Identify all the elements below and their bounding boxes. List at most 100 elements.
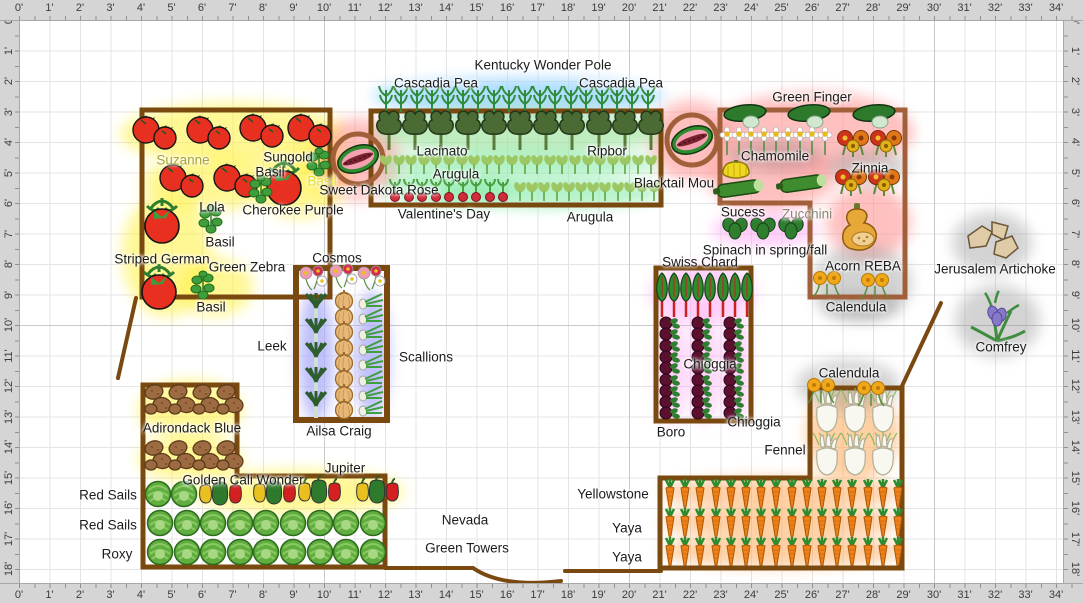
plant-label[interactable]: Arugula — [566, 209, 614, 225]
carrot-icon[interactable] — [815, 478, 829, 508]
onion-icon[interactable] — [331, 305, 357, 326]
beet-icon[interactable] — [691, 384, 713, 398]
plant-label[interactable]: Lola — [199, 199, 225, 215]
tomatoPlant-icon[interactable] — [263, 158, 305, 208]
plant-label[interactable]: Boro — [656, 424, 686, 440]
arugula-icon[interactable] — [587, 181, 599, 201]
carrot-icon[interactable] — [678, 478, 692, 508]
arugula-icon[interactable] — [606, 154, 619, 174]
arugula-icon[interactable] — [644, 154, 657, 174]
plant-label[interactable]: Suzanne — [156, 152, 210, 168]
beet-icon[interactable] — [659, 406, 681, 420]
beet-icon[interactable] — [691, 361, 713, 375]
arugula-icon[interactable] — [648, 181, 660, 201]
tomatoPair-icon[interactable] — [286, 110, 334, 150]
beet-icon[interactable] — [723, 361, 745, 375]
fennel-icon[interactable] — [867, 388, 899, 434]
lettuce-icon[interactable] — [226, 509, 254, 537]
beet-icon[interactable] — [659, 327, 681, 341]
plant-label[interactable]: Yaya — [612, 549, 642, 565]
plant-label[interactable]: Yellowstone — [577, 486, 649, 502]
tomatoPair-icon[interactable] — [185, 112, 233, 152]
carrot-icon[interactable] — [739, 478, 753, 508]
arugula-icon[interactable] — [455, 154, 468, 174]
plant-label[interactable]: Sungold — [263, 149, 313, 165]
scallion-icon[interactable] — [358, 369, 384, 387]
carrot-icon[interactable] — [739, 536, 753, 566]
potato-icon[interactable] — [192, 439, 220, 473]
carrot-icon[interactable] — [678, 536, 692, 566]
pepperTrio-icon[interactable] — [197, 477, 242, 507]
arugula-icon[interactable] — [550, 181, 563, 201]
fennel-icon[interactable] — [839, 431, 871, 477]
plant-label[interactable]: Ailsa Craig — [306, 423, 372, 439]
lettuce-icon[interactable] — [252, 509, 280, 537]
plant-label[interactable]: Jupiter — [324, 460, 366, 476]
comfrey-icon[interactable] — [967, 290, 1029, 345]
calendula-icon[interactable] — [804, 377, 838, 405]
arugula-icon[interactable] — [506, 154, 518, 174]
tomatoPlant-icon[interactable] — [141, 196, 183, 246]
carrot-icon[interactable] — [800, 507, 814, 537]
leek-icon[interactable] — [303, 366, 329, 394]
carrot-icon[interactable] — [709, 536, 723, 566]
scallion-icon[interactable] — [358, 399, 384, 417]
potato-icon[interactable] — [144, 383, 172, 417]
onion-icon[interactable] — [331, 290, 357, 311]
carrot-icon[interactable] — [845, 536, 859, 566]
daisy-icon[interactable] — [719, 126, 735, 155]
lettuce-icon[interactable] — [146, 509, 174, 537]
carrot-icon[interactable] — [709, 478, 723, 508]
carrot-icon[interactable] — [754, 536, 768, 566]
arugula-icon[interactable] — [531, 154, 543, 174]
lettuce-icon[interactable] — [170, 480, 198, 508]
kale-icon[interactable] — [636, 110, 666, 152]
cosmos-icon[interactable] — [298, 265, 328, 291]
carrot-icon[interactable] — [830, 478, 844, 508]
peaTuft-icon[interactable] — [532, 84, 548, 112]
carrot-icon[interactable] — [891, 536, 905, 566]
lettuce-icon[interactable] — [279, 538, 307, 566]
arugula-icon[interactable] — [562, 181, 575, 201]
plant-label[interactable]: Chioggia — [727, 414, 781, 430]
lettuce-icon[interactable] — [199, 538, 227, 566]
leek-icon[interactable] — [303, 341, 329, 369]
scallion-icon[interactable] — [358, 384, 384, 402]
beet-icon[interactable] — [691, 339, 713, 353]
spinach-icon[interactable] — [721, 217, 749, 243]
arugula-icon[interactable] — [380, 154, 392, 174]
arugula-icon[interactable] — [392, 154, 405, 174]
butternut-icon[interactable] — [836, 203, 882, 253]
carrot-icon[interactable] — [785, 536, 799, 566]
radish-icon[interactable] — [442, 176, 456, 202]
beet-icon[interactable] — [723, 406, 745, 420]
arugula-icon[interactable] — [526, 181, 538, 201]
kale-icon[interactable] — [505, 110, 535, 152]
chard-icon[interactable] — [740, 271, 754, 317]
lettuce-icon[interactable] — [173, 509, 201, 537]
carrot-icon[interactable] — [724, 536, 738, 566]
peaTuft-icon[interactable] — [378, 84, 394, 112]
calendula-icon[interactable] — [854, 380, 888, 408]
tomatoPlant-icon[interactable] — [138, 262, 180, 312]
zinnia-icon[interactable] — [869, 129, 903, 161]
arugula-icon[interactable] — [594, 154, 606, 174]
arugula-icon[interactable] — [636, 181, 648, 201]
plant-label[interactable]: Acorn REBA — [825, 258, 901, 274]
plant-label[interactable]: Swiss Chard — [662, 254, 738, 270]
carrot-icon[interactable] — [876, 536, 890, 566]
plant-label[interactable]: Chamomile — [740, 148, 810, 164]
plant-label[interactable]: Green Zebra — [208, 259, 286, 275]
potato-icon[interactable] — [192, 383, 220, 417]
watermelon-icon[interactable] — [664, 112, 720, 168]
plant-label[interactable]: Cascadia Pea — [393, 75, 479, 91]
arugula-icon[interactable] — [581, 154, 594, 174]
plant-label[interactable]: Blacktail Mou — [633, 175, 715, 191]
chard-icon[interactable] — [679, 271, 693, 317]
carrot-icon[interactable] — [739, 507, 753, 537]
pattypan-icon[interactable] — [720, 158, 752, 180]
chard-icon[interactable] — [728, 271, 742, 317]
beet-icon[interactable] — [659, 339, 681, 353]
pepperTrio-icon[interactable] — [251, 476, 296, 506]
carrot-icon[interactable] — [678, 507, 692, 537]
